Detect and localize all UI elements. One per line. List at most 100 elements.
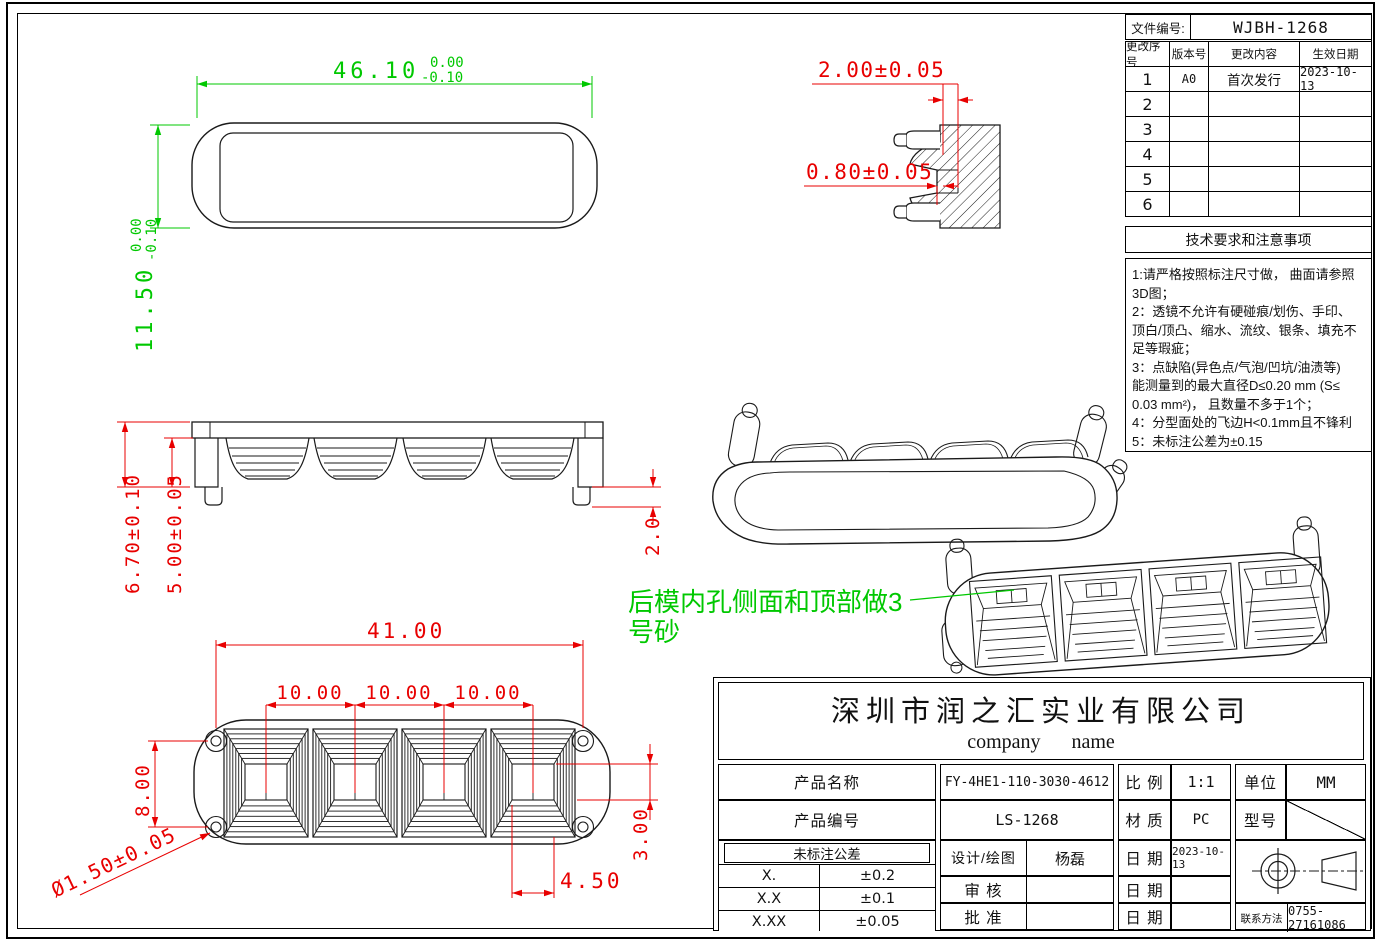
dim-bottom-hole-span: 41.00 bbox=[367, 619, 445, 643]
dim-bottom-hole-dia: Ø1.50±0.05 bbox=[47, 822, 180, 902]
bottom-view: 41.00 10.00 10.00 10.00 8.00 3.00 4.50 Ø… bbox=[47, 619, 658, 902]
dim-top-height: 11.50 bbox=[133, 266, 158, 352]
contact-label: 联系方法 bbox=[1236, 904, 1288, 932]
checker-label: 审 核 bbox=[941, 877, 1027, 902]
rev-row-content bbox=[1209, 167, 1299, 191]
rev-row-version: A0 bbox=[1170, 67, 1208, 91]
title-block: 深圳市润之汇实业有限公司 company name 产品名称 产品编号 未标注公… bbox=[713, 677, 1371, 933]
approve-date-label: 日 期 bbox=[1118, 903, 1171, 930]
dim-side-peg-length: 2.0 bbox=[642, 516, 664, 556]
section-view: 2.00±0.05 0.80±0.05 bbox=[804, 58, 1001, 229]
side-view: 6.70±0.10 5.00±0.05 2.0 bbox=[117, 421, 664, 594]
rev-row-version bbox=[1170, 92, 1208, 116]
rev-row-seq: 3 bbox=[1126, 117, 1169, 141]
material-label: 材 质 bbox=[1118, 800, 1171, 840]
rev-row-seq: 5 bbox=[1126, 167, 1169, 191]
file-number-value: WJBH-1268 bbox=[1191, 15, 1371, 39]
inner-border bbox=[17, 13, 1372, 929]
model-value-diagonal bbox=[1286, 800, 1366, 840]
material-value: PC bbox=[1171, 800, 1231, 840]
checker-row: 审 核 bbox=[940, 876, 1114, 903]
design-date-label: 日 期 bbox=[1118, 840, 1171, 876]
dim-top-height-tol-up: 0.00 bbox=[129, 218, 145, 252]
rev-header-date: 生效日期 bbox=[1300, 42, 1371, 66]
third-angle-projection-icon bbox=[1252, 848, 1363, 894]
scale-value: 1:1 bbox=[1171, 764, 1231, 800]
designer-row: 设计/绘图 杨磊 bbox=[940, 840, 1114, 876]
rev-row-content bbox=[1209, 192, 1299, 216]
rev-row-version bbox=[1170, 167, 1208, 191]
tolerance-key: X.X bbox=[719, 888, 819, 910]
rev-row-date bbox=[1300, 192, 1371, 216]
rev-row-date bbox=[1300, 167, 1371, 191]
tech-requirements-body: 1:请严格按照标注尺寸做， 曲面请参照 3D图； 2：透镜不允许有硬碰痕/划伤、… bbox=[1125, 258, 1372, 452]
top-view: 46.10 0.00 -0.10 11.50 0.00 -0.10 bbox=[129, 55, 598, 352]
product-name-label: 产品名称 bbox=[718, 764, 936, 800]
sanding-note-line1: 后模内孔侧面和顶部做3 bbox=[628, 587, 902, 617]
rev-row-content: 首次发行 bbox=[1209, 67, 1299, 91]
designer-label: 设计/绘图 bbox=[941, 841, 1027, 875]
dim-side-total-height: 6.70±0.10 bbox=[122, 473, 144, 594]
rev-row-version bbox=[1170, 117, 1208, 141]
company-box: 深圳市润之汇实业有限公司 company name bbox=[718, 682, 1364, 760]
rev-row-date bbox=[1300, 92, 1371, 116]
rev-header-version: 版本号 bbox=[1170, 42, 1208, 66]
rev-row-date bbox=[1300, 117, 1371, 141]
approve-date-value bbox=[1171, 903, 1231, 930]
product-name-value: FY-4HE1-110-3030-4612 bbox=[940, 764, 1114, 800]
rev-row-seq: 4 bbox=[1126, 142, 1169, 166]
design-date-value: 2023-10-13 bbox=[1171, 840, 1231, 876]
sanding-note: 后模内孔侧面和顶部做3 号砂 bbox=[628, 587, 1015, 647]
iso-view-front bbox=[712, 402, 1128, 545]
dim-section-depth: 0.80±0.05 bbox=[806, 160, 933, 184]
rev-header-content: 更改内容 bbox=[1209, 42, 1299, 66]
file-number-label: 文件编号: bbox=[1126, 15, 1190, 39]
model-label: 型号 bbox=[1235, 800, 1286, 840]
rev-row-content bbox=[1209, 92, 1299, 116]
rev-row-version bbox=[1170, 142, 1208, 166]
unit-label: 单位 bbox=[1235, 764, 1286, 800]
product-code-value: LS-1268 bbox=[940, 800, 1114, 840]
dim-top-height-tol-dn: -0.10 bbox=[144, 219, 160, 261]
dim-bottom-pitch-1: 10.00 bbox=[276, 682, 343, 704]
outer-border bbox=[6, 2, 1375, 939]
contact-row: 联系方法 0755-27161086 bbox=[1235, 903, 1366, 932]
approver-label: 批 准 bbox=[941, 904, 1027, 929]
approver-name bbox=[1027, 904, 1113, 929]
dim-side-body-height: 5.00±0.05 bbox=[164, 473, 186, 594]
sanding-note-line2: 号砂 bbox=[628, 617, 680, 647]
checker-name bbox=[1027, 877, 1113, 902]
dim-top-width: 46.10 bbox=[333, 59, 419, 84]
scale-label: 比 例 bbox=[1118, 764, 1171, 800]
dim-bottom-hole-spacing: 8.00 bbox=[132, 763, 154, 817]
tolerance-table: 未标注公差 X. ±0.2 X.X ±0.1 X.XX ±0.05 bbox=[718, 840, 936, 933]
rev-row-seq: 1 bbox=[1126, 67, 1169, 91]
product-code-label: 产品编号 bbox=[718, 800, 936, 840]
revision-table: 更改序号 版本号 更改内容 生效日期 1 A0 首次发行 2023-10-13 … bbox=[1125, 41, 1372, 217]
file-number-row: 文件编号: WJBH-1268 bbox=[1125, 14, 1372, 40]
rev-row-date: 2023-10-13 bbox=[1300, 67, 1371, 91]
unit-value: MM bbox=[1286, 764, 1366, 800]
check-date-value bbox=[1171, 876, 1231, 903]
dim-bottom-pitch-2: 10.00 bbox=[365, 682, 432, 704]
company-name-cn: 深圳市润之汇实业有限公司 bbox=[830, 696, 1251, 728]
designer-name: 杨磊 bbox=[1054, 850, 1085, 868]
tolerance-value: ±0.1 bbox=[820, 888, 935, 910]
iso-view-back bbox=[941, 516, 1330, 676]
tolerance-value: ±0.2 bbox=[820, 865, 935, 887]
dim-bottom-window-height: 3.00 bbox=[630, 807, 652, 861]
dim-top-width-tol-dn: -0.10 bbox=[421, 70, 463, 86]
rev-header-seq: 更改序号 bbox=[1126, 42, 1169, 66]
rev-row-version bbox=[1170, 192, 1208, 216]
rev-row-seq: 2 bbox=[1126, 92, 1169, 116]
company-name-en: company name bbox=[967, 731, 1115, 753]
tolerance-title: 未标注公差 bbox=[724, 843, 930, 863]
dim-top-width-tol-up: 0.00 bbox=[430, 55, 464, 71]
rev-row-seq: 6 bbox=[1126, 192, 1169, 216]
right-panel: 文件编号: WJBH-1268 更改序号 版本号 更改内容 生效日期 1 A0 … bbox=[1125, 14, 1372, 452]
approver-row: 批 准 bbox=[940, 903, 1114, 930]
dim-section-pitch: 2.00±0.05 bbox=[818, 58, 945, 82]
dim-bottom-window-width: 4.50 bbox=[560, 869, 623, 893]
